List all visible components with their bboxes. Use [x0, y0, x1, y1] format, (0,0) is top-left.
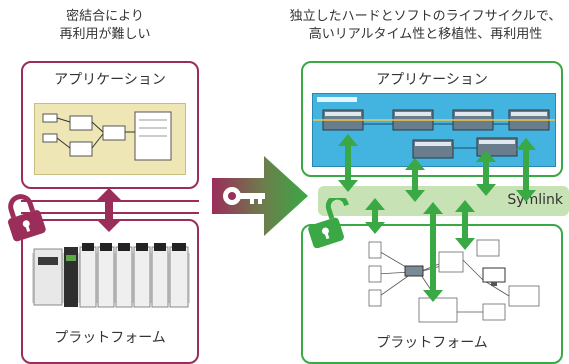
right-application-box: アプリケーション: [301, 61, 563, 177]
left-coupling-arrow: [97, 188, 121, 232]
left-caption: 密結合により 再利用が難しい: [20, 8, 190, 44]
unlocked-padlock-icon: [304, 198, 352, 248]
key-icon: [222, 184, 268, 208]
left-lock: [2, 192, 48, 242]
left-coupling-line-bottom: [21, 212, 199, 214]
right-platform-network-image: [363, 230, 563, 330]
left-application-title: アプリケーション: [54, 72, 166, 88]
right-caption: 独立したハードとソフトのライフサイクルで、 高いリアルタイム性と移植性、再利用性: [282, 8, 569, 44]
right-platform-title: プラットフォーム: [376, 335, 488, 351]
right-lock: [304, 198, 352, 248]
right-app-block-diagram: [312, 93, 556, 167]
left-platform-box: プラットフォーム: [21, 219, 199, 364]
locked-padlock-icon: [2, 192, 48, 242]
connection-arrows: [338, 134, 536, 302]
key: [222, 184, 268, 208]
left-caption-line2: 再利用が難しい: [59, 27, 151, 42]
right-application-title: アプリケーション: [376, 72, 488, 88]
left-app-screenshot: [34, 103, 186, 175]
right-caption-line2: 高いリアルタイム性と移植性、再利用性: [308, 27, 543, 42]
left-platform-hardware-image: [32, 243, 190, 311]
left-application-box: アプリケーション: [21, 61, 199, 189]
left-caption-line1: 密結合により: [66, 9, 144, 24]
right-caption-line1: 独立したハードとソフトのライフサイクルで、: [289, 9, 562, 24]
left-platform-title: プラットフォーム: [54, 330, 166, 346]
left-coupling-line-top: [21, 200, 199, 202]
